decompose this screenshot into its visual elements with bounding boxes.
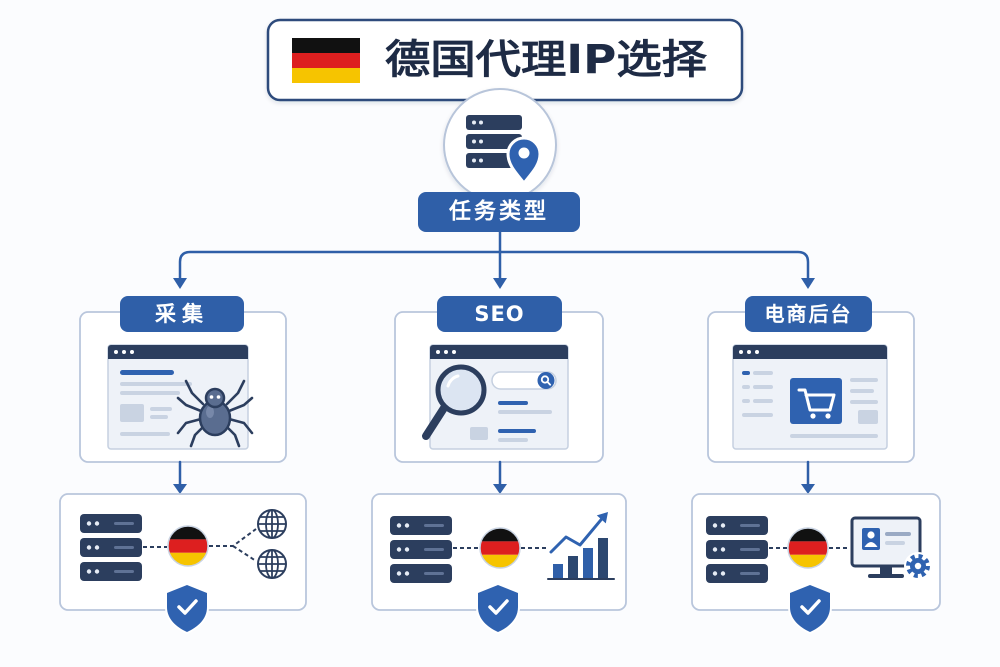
chart-growth-icon [547,512,615,580]
shield-check-icon [788,582,832,635]
branch-pill: 采集 [120,296,244,332]
browser-spider-icon [107,344,254,450]
arrow-head [493,278,507,289]
server-icon [80,514,142,581]
arrow-head [801,278,815,289]
monitor-profile-icon [850,516,922,578]
shield-check-icon [165,582,209,635]
server-icon [390,516,452,583]
arrow-head [173,278,187,289]
title-box: 德国代理IP选择 [266,18,744,102]
branch-connectors [173,230,815,289]
branch-label-ecommerce: 电商后台 [765,302,853,326]
globe-icon [257,509,287,539]
germany-flag-icon [787,527,829,569]
branch-pill: SEO [437,296,562,332]
branch-seo: SEO [371,296,627,635]
branch-label-seo: SEO [474,302,524,326]
dashed-link [209,528,257,562]
branch-label-scraping: 采集 [155,302,209,326]
magnifier-icon [422,364,487,440]
germany-flag-icon [167,525,209,567]
browser-search-icon [422,344,569,450]
location-pin-icon [506,136,542,186]
globe-icon [257,549,287,579]
branch-ecommerce: 电商后台 [691,296,941,635]
arrow-head [493,484,507,494]
branch-scraping: 采集 [59,296,307,635]
shopping-cart-icon [790,378,842,424]
germany-flag-icon [479,527,521,569]
germany-flag-icon [292,38,360,83]
arrow-head [801,484,815,494]
search-bar [491,371,557,390]
browser-cart-icon [732,344,888,450]
gear-icon [904,552,932,580]
shield-check-icon [476,582,520,635]
branch-pill: 电商后台 [745,296,872,332]
page-title: 德国代理IP选择 [385,37,708,83]
spider-icon [176,379,254,448]
server-icon [706,516,768,583]
task-type-label: 任务类型 [448,199,549,225]
task-type-pill: 任务类型 [418,192,580,232]
arrow-head [173,484,187,494]
hub-node [443,88,557,202]
